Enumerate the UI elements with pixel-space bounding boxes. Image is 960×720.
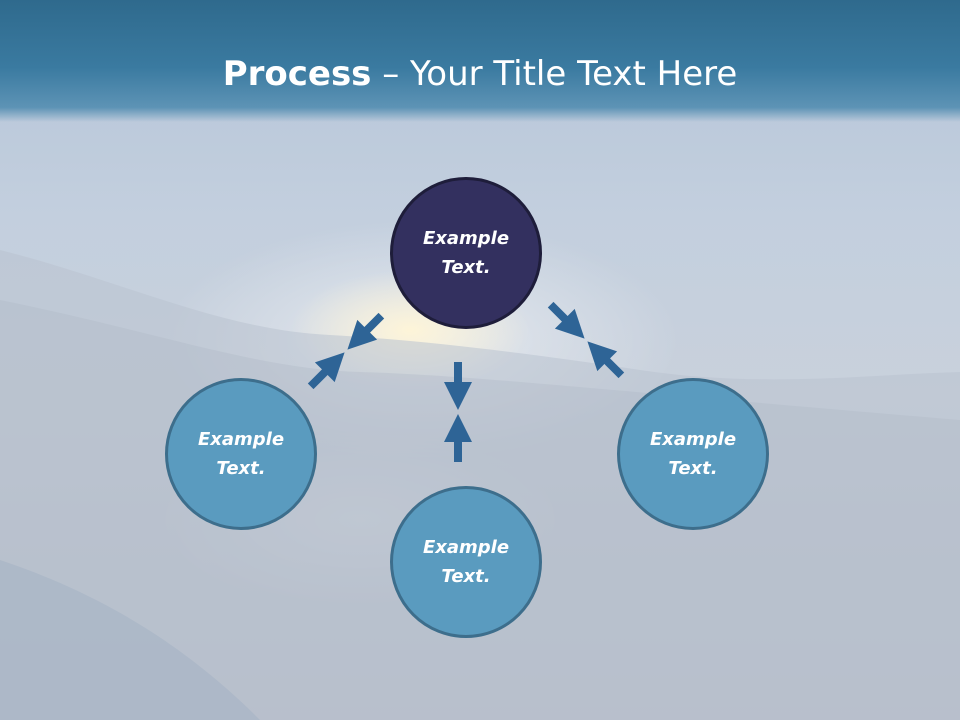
node-bottom: Example Text. xyxy=(390,486,542,638)
node-top: Example Text. xyxy=(390,177,542,329)
slide-title: Process – Your Title Text Here xyxy=(0,52,960,96)
node-right: Example Text. xyxy=(617,378,769,530)
node-bottom-label: Example Text. xyxy=(422,537,510,587)
title-rest: – Your Title Text Here xyxy=(371,54,738,94)
node-left-label: Example Text. xyxy=(197,429,285,479)
title-bold: Process xyxy=(222,54,372,94)
arrow-top-bottom xyxy=(444,362,472,462)
node-top-label: Example Text. xyxy=(422,228,510,278)
header-bar xyxy=(0,0,960,122)
node-left: Example Text. xyxy=(165,378,317,530)
node-right-label: Example Text. xyxy=(649,429,737,479)
arrow-top-left xyxy=(307,312,385,390)
arrow-top-right xyxy=(547,301,625,379)
